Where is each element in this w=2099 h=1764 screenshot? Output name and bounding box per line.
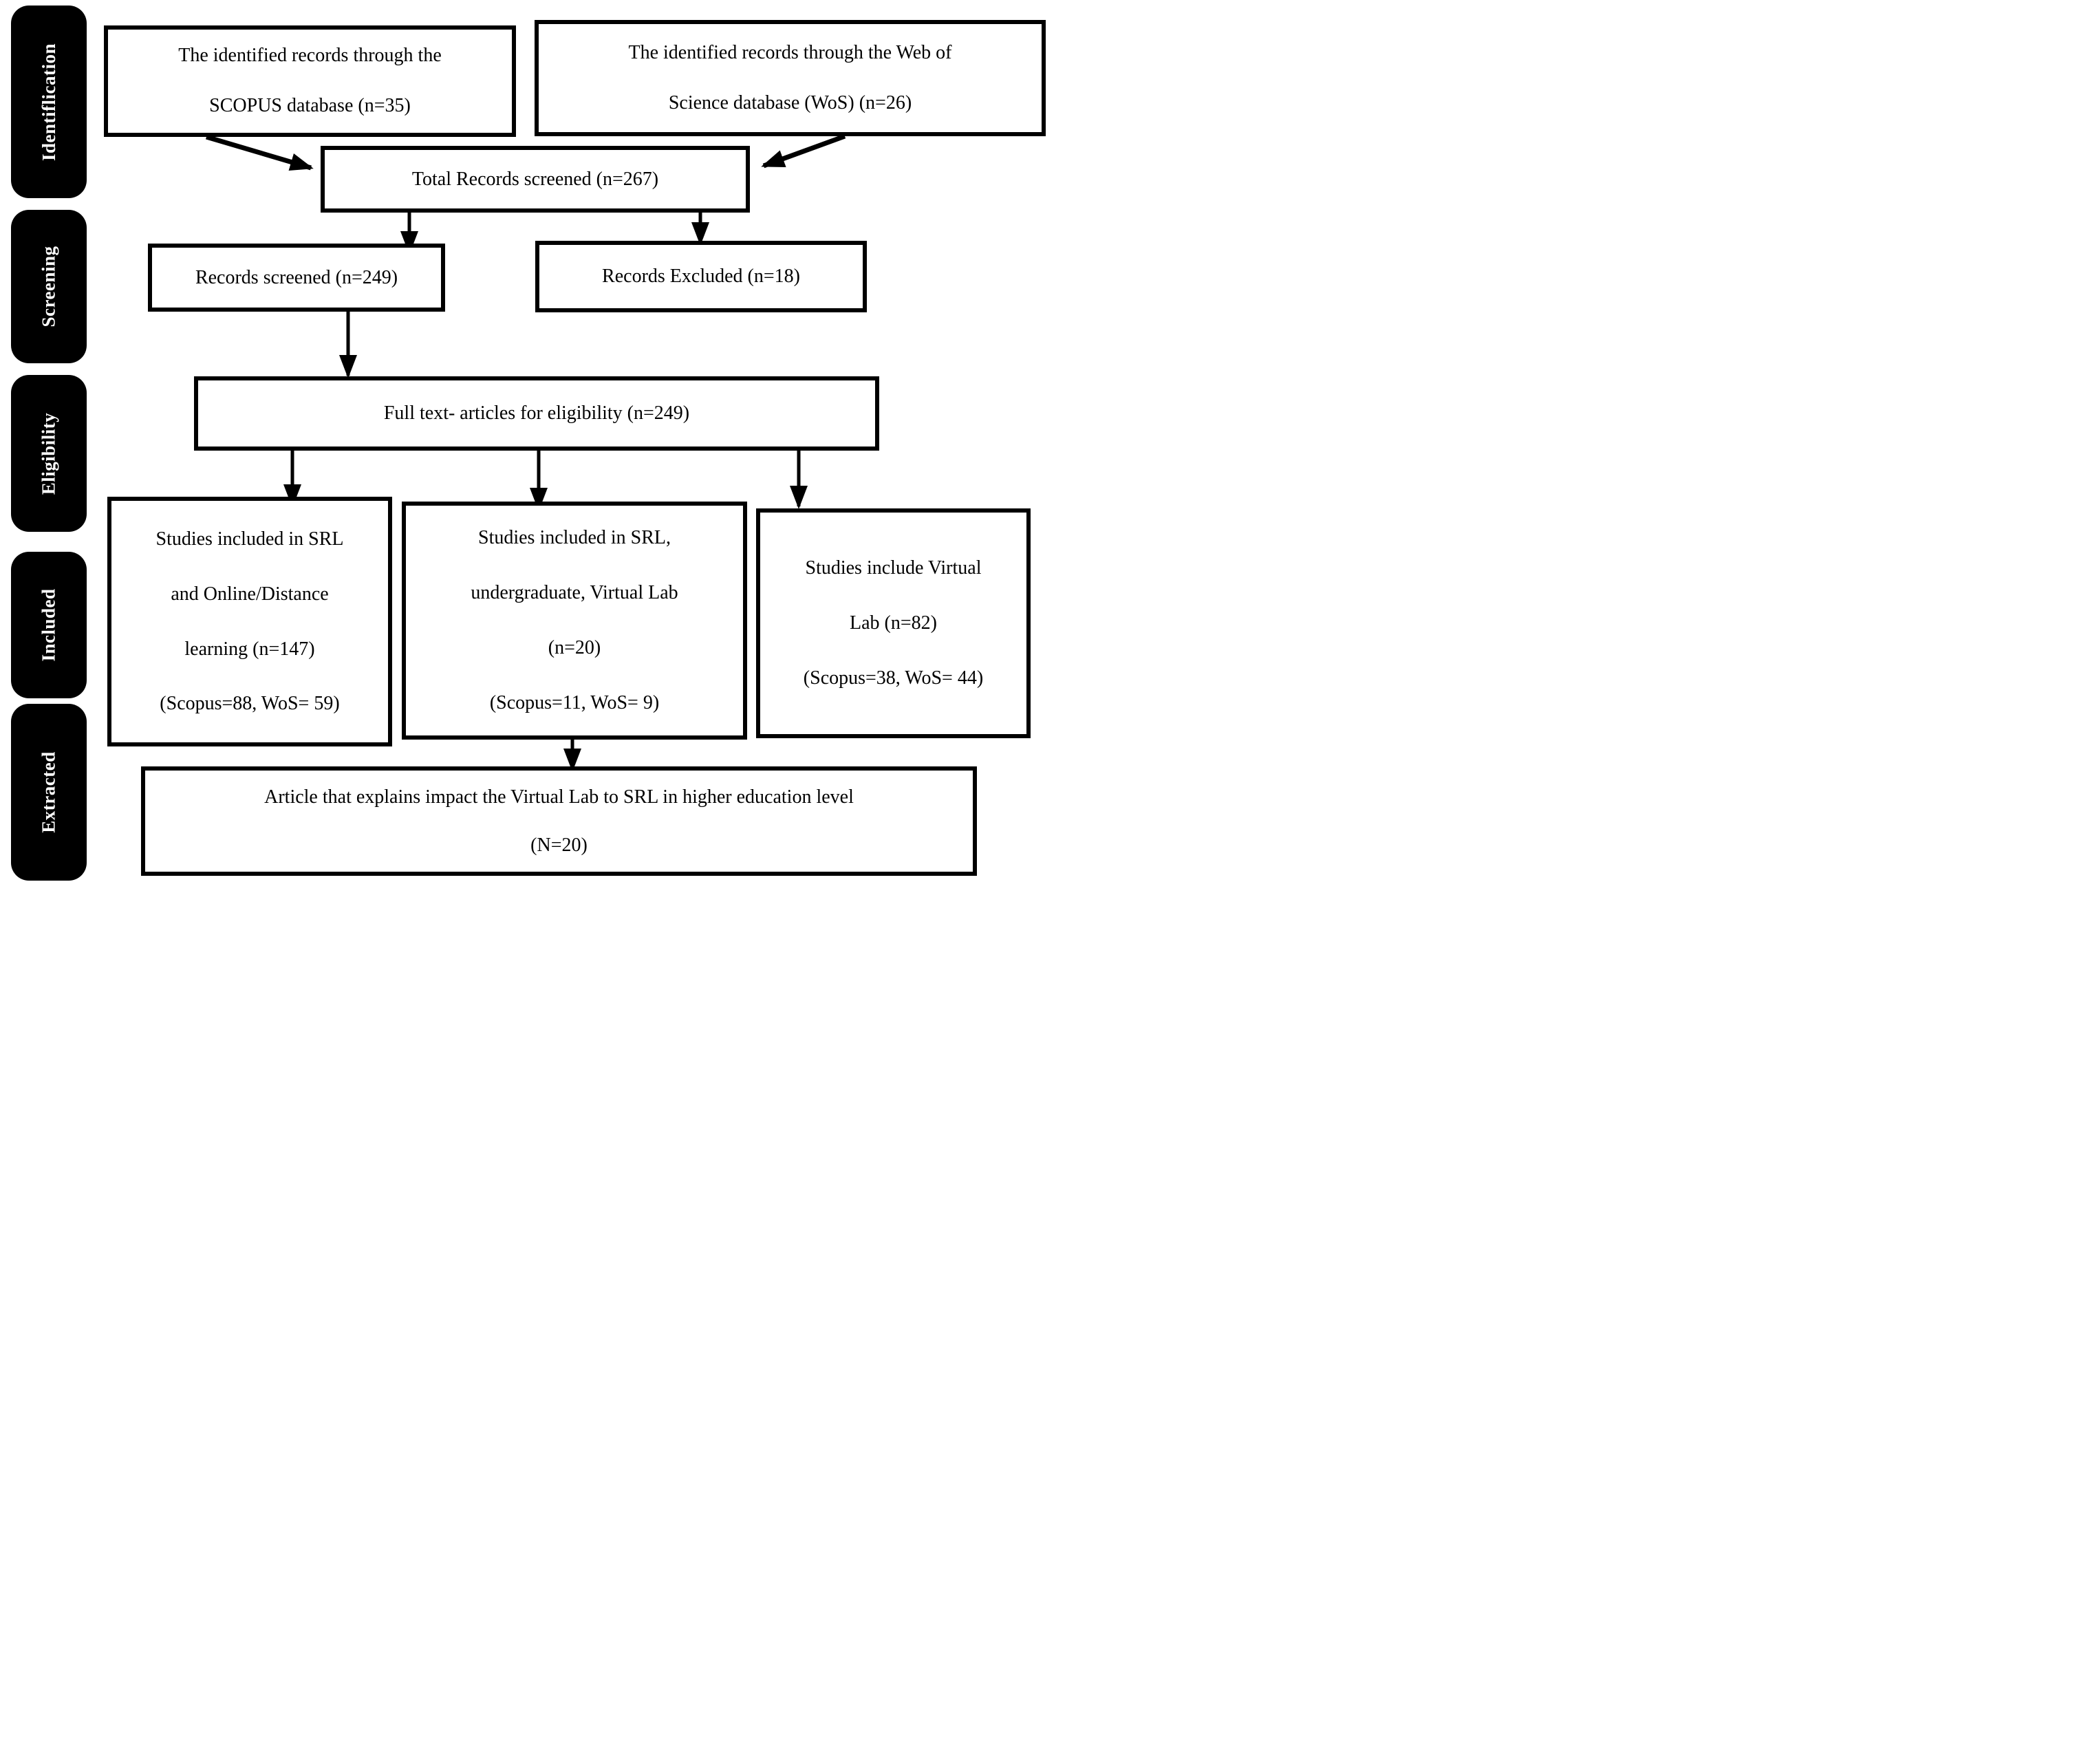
arrow-wos-to-total bbox=[761, 133, 846, 169]
box-scopus-records-line: SCOPUS database (n=35) bbox=[209, 95, 411, 116]
box-virtual-lab: Studies include Virtual Lab (n=82) (Scop… bbox=[756, 508, 1031, 738]
box-article-impact-line: Article that explains impact the Virtual… bbox=[264, 786, 854, 808]
box-fulltext-eligibility-line: Full text- articles for eligibility (n=2… bbox=[383, 402, 690, 424]
box-records-excluded-line: Records Excluded (n=18) bbox=[602, 266, 800, 288]
box-srl-undergraduate-virtual-lab: Studies included in SRL, undergraduate, … bbox=[402, 502, 747, 740]
box-article-impact-line: (N=20) bbox=[530, 834, 588, 856]
stage-band-eligibility: Eligibility bbox=[11, 375, 87, 532]
box-fulltext-eligibility: Full text- articles for eligibility (n=2… bbox=[194, 376, 879, 451]
arrow-scopus-to-total bbox=[206, 134, 314, 171]
box-srl-online-distance: Studies included in SRL and Online/Dista… bbox=[107, 497, 392, 746]
box-wos-records-line: Science database (WoS) (n=26) bbox=[668, 92, 912, 114]
box-records-screened: Records screened (n=249) bbox=[148, 244, 445, 312]
box-virtual-lab-line: Studies include Virtual bbox=[805, 557, 982, 579]
stage-band-included: Included bbox=[11, 552, 87, 698]
box-records-screened-line: Records screened (n=249) bbox=[195, 266, 398, 288]
box-srl-online-distance-line: (Scopus=88, WoS= 59) bbox=[160, 693, 340, 715]
box-srl-online-distance-line: Studies included in SRL bbox=[155, 528, 344, 550]
prisma-flow-diagram: Identiflication Screening Eligibility In… bbox=[0, 0, 1050, 882]
box-srl-online-distance-line: learning (n=147) bbox=[184, 638, 315, 660]
stage-band-identification: Identiflication bbox=[11, 6, 87, 198]
box-srl-undergraduate-virtual-lab-line: Studies included in SRL, bbox=[478, 527, 671, 549]
box-virtual-lab-line: (Scopus=38, WoS= 44) bbox=[803, 667, 984, 689]
box-srl-undergraduate-virtual-lab-line: undergraduate, Virtual Lab bbox=[471, 582, 678, 604]
box-total-screened: Total Records screened (n=267) bbox=[321, 146, 750, 213]
box-virtual-lab-line: Lab (n=82) bbox=[850, 612, 937, 634]
stage-band-screening: Screening bbox=[11, 210, 87, 363]
box-srl-online-distance-line: and Online/Distance bbox=[171, 583, 329, 605]
box-wos-records: The identified records through the Web o… bbox=[535, 20, 1046, 136]
flow-arrows bbox=[206, 133, 846, 772]
box-scopus-records-line: The identified records through the bbox=[178, 45, 442, 67]
box-records-excluded: Records Excluded (n=18) bbox=[535, 241, 867, 312]
box-scopus-records: The identified records through the SCOPU… bbox=[104, 25, 516, 137]
box-srl-undergraduate-virtual-lab-line: (n=20) bbox=[548, 637, 601, 658]
box-srl-undergraduate-virtual-lab-line: (Scopus=11, WoS= 9) bbox=[489, 691, 660, 713]
box-total-screened-line: Total Records screened (n=267) bbox=[411, 168, 659, 190]
stage-band-extracted: Extracted bbox=[11, 704, 87, 881]
box-article-impact: Article that explains impact the Virtual… bbox=[141, 766, 977, 876]
box-wos-records-line: The identified records through the Web o… bbox=[628, 41, 952, 63]
